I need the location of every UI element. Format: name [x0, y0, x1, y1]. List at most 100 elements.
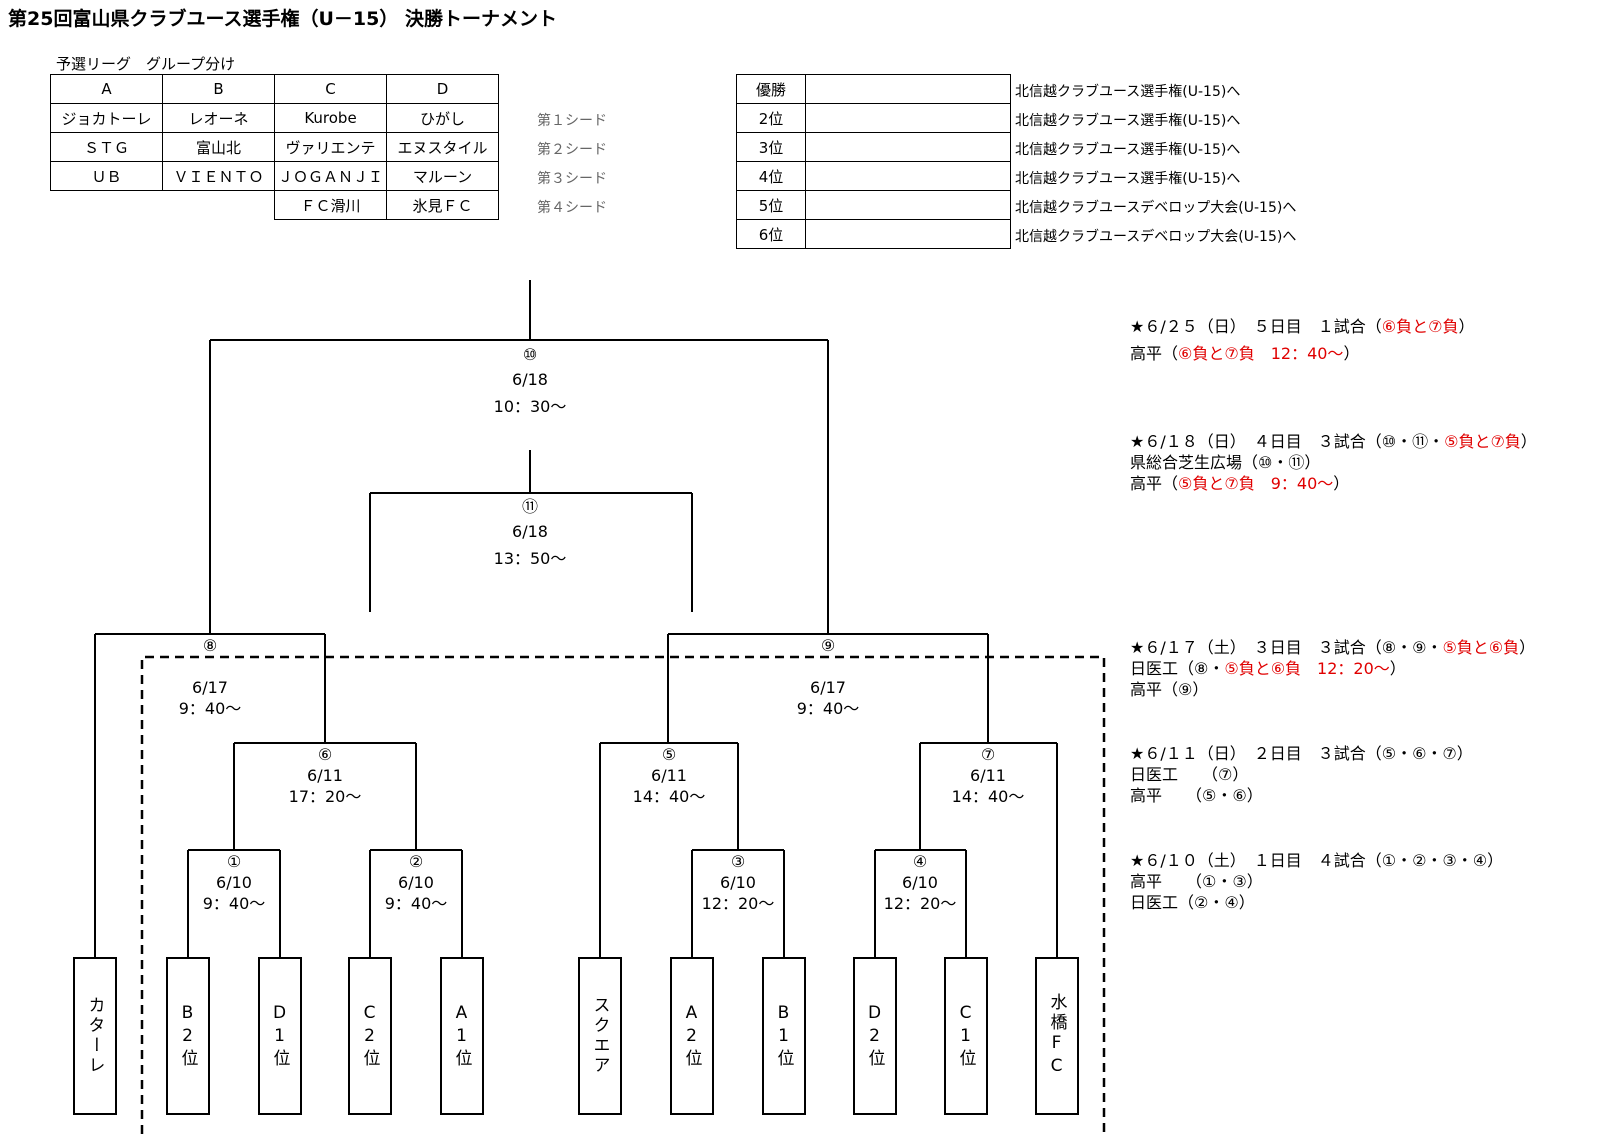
match-number: ⑥ [317, 745, 333, 764]
destination-label: 北信越クラブユース選手権(U-15)へ [1015, 171, 1241, 187]
match-date: 6/17 [192, 678, 228, 697]
group-team-cell: ＦＣ滑川 [274, 190, 387, 220]
match-8-label: 6/17 9：40～ [179, 678, 242, 720]
schedule-heading-tail: ） [1519, 638, 1536, 657]
group-team-cell: ヴァリエンテ [274, 132, 387, 162]
groups-caption: 予選リーグ グループ分け [56, 55, 236, 73]
destination-label: 北信越クラブユースデベロップ大会(U-15)へ [1015, 200, 1297, 216]
match-8-number: ⑧ [202, 636, 218, 655]
place-cell: 4位 [736, 161, 806, 191]
winner-blank-cell [805, 103, 1011, 133]
match-9-number: ⑨ [820, 636, 836, 655]
match-time: 9：40～ [202, 893, 266, 913]
match-time: 9：40～ [178, 698, 242, 718]
schedule-venue-line: 日医工 （⑦） [1130, 764, 1249, 784]
schedule-day2: ★６/１１（日） ２日目 ３試合（⑤・⑥・⑦） 日医工 （⑦） 高平 （⑤・⑥） [1130, 744, 1473, 806]
team-box: B2位 [166, 957, 210, 1115]
team-box: D2位 [853, 957, 897, 1115]
match-date: 6/18 [512, 521, 548, 541]
match-date: 6/18 [512, 369, 548, 389]
quarterfinal-6-connector [233, 742, 417, 850]
match-number: ④ [912, 852, 928, 871]
group-team-cell: Kurobe [274, 103, 387, 133]
match-number: ⑦ [980, 745, 996, 764]
match-number: ⑩ [522, 345, 538, 364]
schedule-venue-highlight: ⑤負と⑦負 9：40～ [1178, 473, 1334, 493]
destination-label: 北信越クラブユース選手権(U-15)へ [1015, 142, 1241, 158]
schedule-heading-text: ★６/１７（土） ３日目 ３試合（⑧・⑨・ [1130, 638, 1443, 657]
match-time: 12：20～ [883, 893, 957, 913]
round1-2-connector [369, 849, 463, 957]
schedule-venue-line: 高平 （①・③） [1130, 871, 1263, 891]
semifinal-9-connector [667, 633, 989, 743]
match-time: 14：40～ [632, 786, 706, 806]
results-table: 優勝 2位 3位 4位 5位 6位 [736, 74, 1011, 249]
schedule-heading-tail: ） [1458, 317, 1475, 336]
schedule-venue-line: 高平 （⑤・⑥） [1130, 785, 1263, 805]
schedule-venue-highlight: ⑥負と⑦負 12：40～ [1178, 343, 1344, 363]
match-number: ⑤ [661, 745, 677, 764]
match-7-label: ⑦ 6/11 14：40～ [952, 745, 1025, 807]
match-number: ② [408, 852, 424, 871]
team-box: D1位 [258, 957, 302, 1115]
team-box: スクエア [578, 957, 622, 1115]
schedule-venue: 高平（ [1130, 473, 1179, 493]
schedule-venue-tail: ） [1333, 473, 1350, 493]
match-date: 6/10 [902, 872, 938, 892]
match-11-label: ⑪ 6/18 13：50～ [494, 497, 567, 569]
round1-4-connector [874, 849, 967, 957]
match-time: 10：30～ [493, 396, 567, 416]
group-team-cell: ＶＩＥＮＴＯ [162, 161, 275, 191]
match-2-label: ② 6/10 9：40～ [385, 852, 448, 914]
team-box: C1位 [944, 957, 988, 1115]
schedule-venue: 日医工（⑧・ [1130, 658, 1225, 678]
place-cell: 6位 [736, 219, 806, 249]
match-time: 9：40～ [796, 698, 860, 718]
team-box: B1位 [762, 957, 806, 1115]
schedule-heading-text: ★６/１８（日） ４日目 ３試合（⑩・⑪・ [1130, 432, 1445, 451]
schedule-venue: 高平（ [1130, 343, 1179, 363]
seed-label: 第４シード [537, 200, 607, 216]
results-row: 3位 [736, 132, 1011, 162]
schedule-day5: ★６/２５（日） ５日目 １試合（⑥負と⑦負） 高平（⑥負と⑦負 12：40～） [1130, 317, 1474, 365]
schedule-venue-line: 高平（⑥負と⑦負 12：40～） [1130, 344, 1474, 365]
match-date: 6/11 [651, 765, 687, 785]
quarterfinal-5-connector [599, 742, 739, 957]
schedule-heading-text: ★６/２５（日） ５日目 １試合（ [1130, 317, 1382, 336]
match-4-label: ④ 6/10 12：20～ [884, 852, 957, 914]
schedule-venue-tail: ） [1389, 658, 1406, 678]
team-box: カターレ [73, 957, 117, 1115]
quarterfinal-7-connector [919, 742, 1058, 957]
destination-label: 北信越クラブユース選手権(U-15)へ [1015, 84, 1241, 100]
winner-blank-cell [805, 161, 1011, 191]
page-title: 第25回富山県クラブユース選手権（U－15） 決勝トーナメント [8, 8, 557, 30]
team-box: 水橋FC [1035, 957, 1079, 1115]
groups-row: ＦＣ滑川 氷見ＦＣ [51, 190, 499, 220]
schedule-heading-tail: ） [1520, 432, 1537, 451]
match-date: 6/10 [216, 872, 252, 892]
schedule-day1: ★６/１０（土） １日目 ４試合（①・②・③・④） 高平 （①・③） 日医工（②… [1130, 851, 1503, 913]
schedule-venue-line: 県総合芝生広場（⑩・⑪） [1130, 452, 1321, 472]
schedule-day3: ★６/１７（土） ３日目 ３試合（⑧・⑨・⑤負と⑥負） 日医工（⑧・⑤負と⑥負 … [1130, 638, 1535, 700]
match-time: 9：40～ [384, 893, 448, 913]
group-header: B [162, 74, 275, 104]
seed-label: 第３シード [537, 171, 607, 187]
schedule-heading: ★６/１１（日） ２日目 ３試合（⑤・⑥・⑦） [1130, 744, 1473, 763]
seed-label: 第２シード [537, 142, 607, 158]
match-time: 14：40～ [951, 786, 1025, 806]
match-10-label: ⑩ 6/18 10：30～ [494, 345, 567, 417]
group-team-cell: 氷見ＦＣ [386, 190, 499, 220]
final-connector [209, 280, 829, 634]
groups-row: ＵＢ ＶＩＥＮＴＯ ＪＯＧＡＮＪＩ マルーン [50, 161, 499, 191]
match-date: 6/10 [720, 872, 756, 892]
match-time: 17：20～ [288, 786, 362, 806]
results-row: 6位 [736, 219, 1011, 249]
results-row: 2位 [736, 103, 1011, 133]
match-date: 6/17 [810, 678, 846, 697]
schedule-heading-highlight: ⑤負と⑥負 [1442, 638, 1520, 657]
schedule-venue-tail: ） [1343, 343, 1360, 363]
schedule-heading: ★６/２５（日） ５日目 １試合（⑥負と⑦負） [1130, 317, 1474, 338]
fifth-place-connector [369, 450, 693, 612]
match-9-label: 6/17 9：40～ [797, 678, 860, 720]
